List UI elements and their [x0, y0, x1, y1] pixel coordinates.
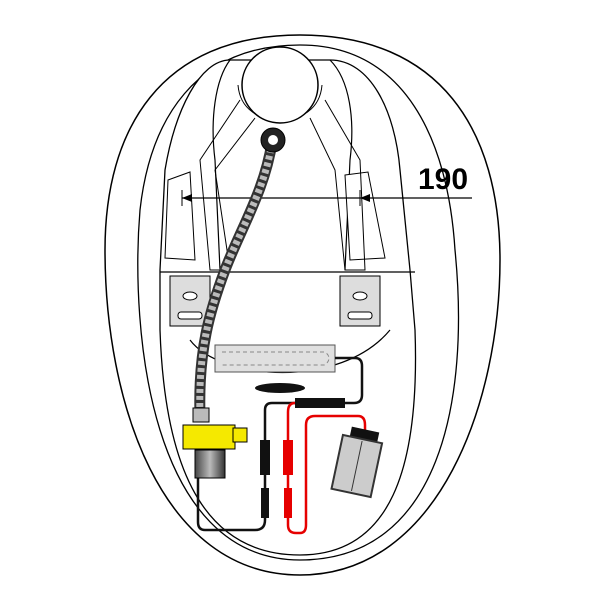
solenoid-valve — [182, 407, 248, 479]
back-wall — [212, 59, 353, 271]
urinal-inner-rim — [137, 44, 460, 561]
right-side-panel — [309, 99, 366, 271]
black-wire — [196, 356, 364, 532]
left-recess — [164, 171, 196, 261]
left-mounting-bracket — [169, 275, 211, 327]
sensor-window — [214, 344, 336, 373]
red-connector — [283, 440, 293, 518]
dimension-label: 190 — [418, 163, 469, 196]
black-connector — [260, 440, 270, 518]
wire-junction — [295, 398, 345, 408]
red-wire — [286, 401, 367, 535]
right-mounting-bracket — [339, 275, 381, 327]
battery-pack — [330, 426, 384, 499]
dimension-line — [181, 190, 472, 206]
spreader-circle — [241, 46, 319, 124]
drain-slot — [255, 383, 305, 393]
